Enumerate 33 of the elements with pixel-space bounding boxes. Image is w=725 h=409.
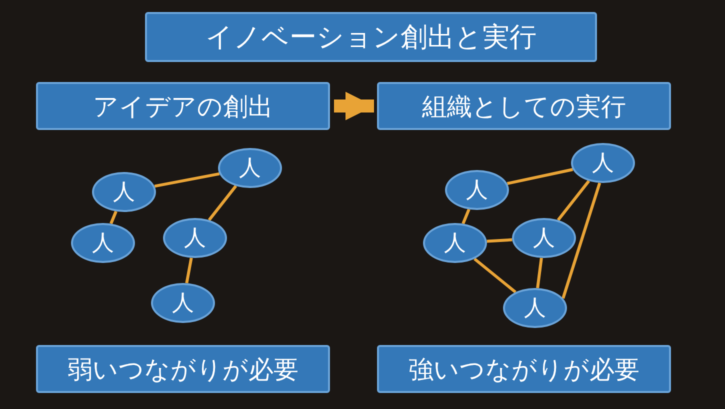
box-label: 強いつながりが必要 — [408, 354, 640, 386]
connection-line — [506, 168, 574, 185]
box-label: 組織としての実行 — [422, 90, 626, 122]
label-box — [36, 345, 330, 393]
person-label: 人 — [592, 150, 614, 178]
label-box — [377, 345, 671, 393]
person-ellipse — [512, 218, 576, 258]
person-label: 人 — [113, 179, 135, 207]
connection-line — [208, 185, 238, 221]
connection-line — [536, 258, 543, 288]
connection-line — [556, 180, 590, 221]
box-label: アイデアの創出 — [93, 90, 273, 122]
connection-line — [474, 258, 516, 294]
connection-line — [462, 208, 470, 224]
connection-line — [110, 210, 118, 224]
person-label: 人 — [184, 225, 206, 253]
label-box — [36, 82, 330, 130]
person-label: 人 — [466, 177, 488, 205]
person-label: 人 — [444, 230, 466, 258]
person-ellipse — [503, 288, 567, 328]
block-arrow — [334, 92, 374, 120]
person-label: 人 — [172, 290, 194, 318]
connection-line — [154, 172, 220, 188]
label-box — [377, 82, 671, 130]
connection-line — [185, 258, 193, 284]
person-label: 人 — [92, 230, 114, 258]
connection-line — [562, 182, 602, 299]
person-label: 人 — [533, 225, 555, 253]
box-label: 弱いつながりが必要 — [68, 354, 298, 386]
title-banner: イノベーション創出と実行 — [145, 12, 597, 62]
person-label: 人 — [239, 155, 261, 183]
person-label: 人 — [524, 295, 546, 323]
connection-line — [486, 238, 512, 243]
